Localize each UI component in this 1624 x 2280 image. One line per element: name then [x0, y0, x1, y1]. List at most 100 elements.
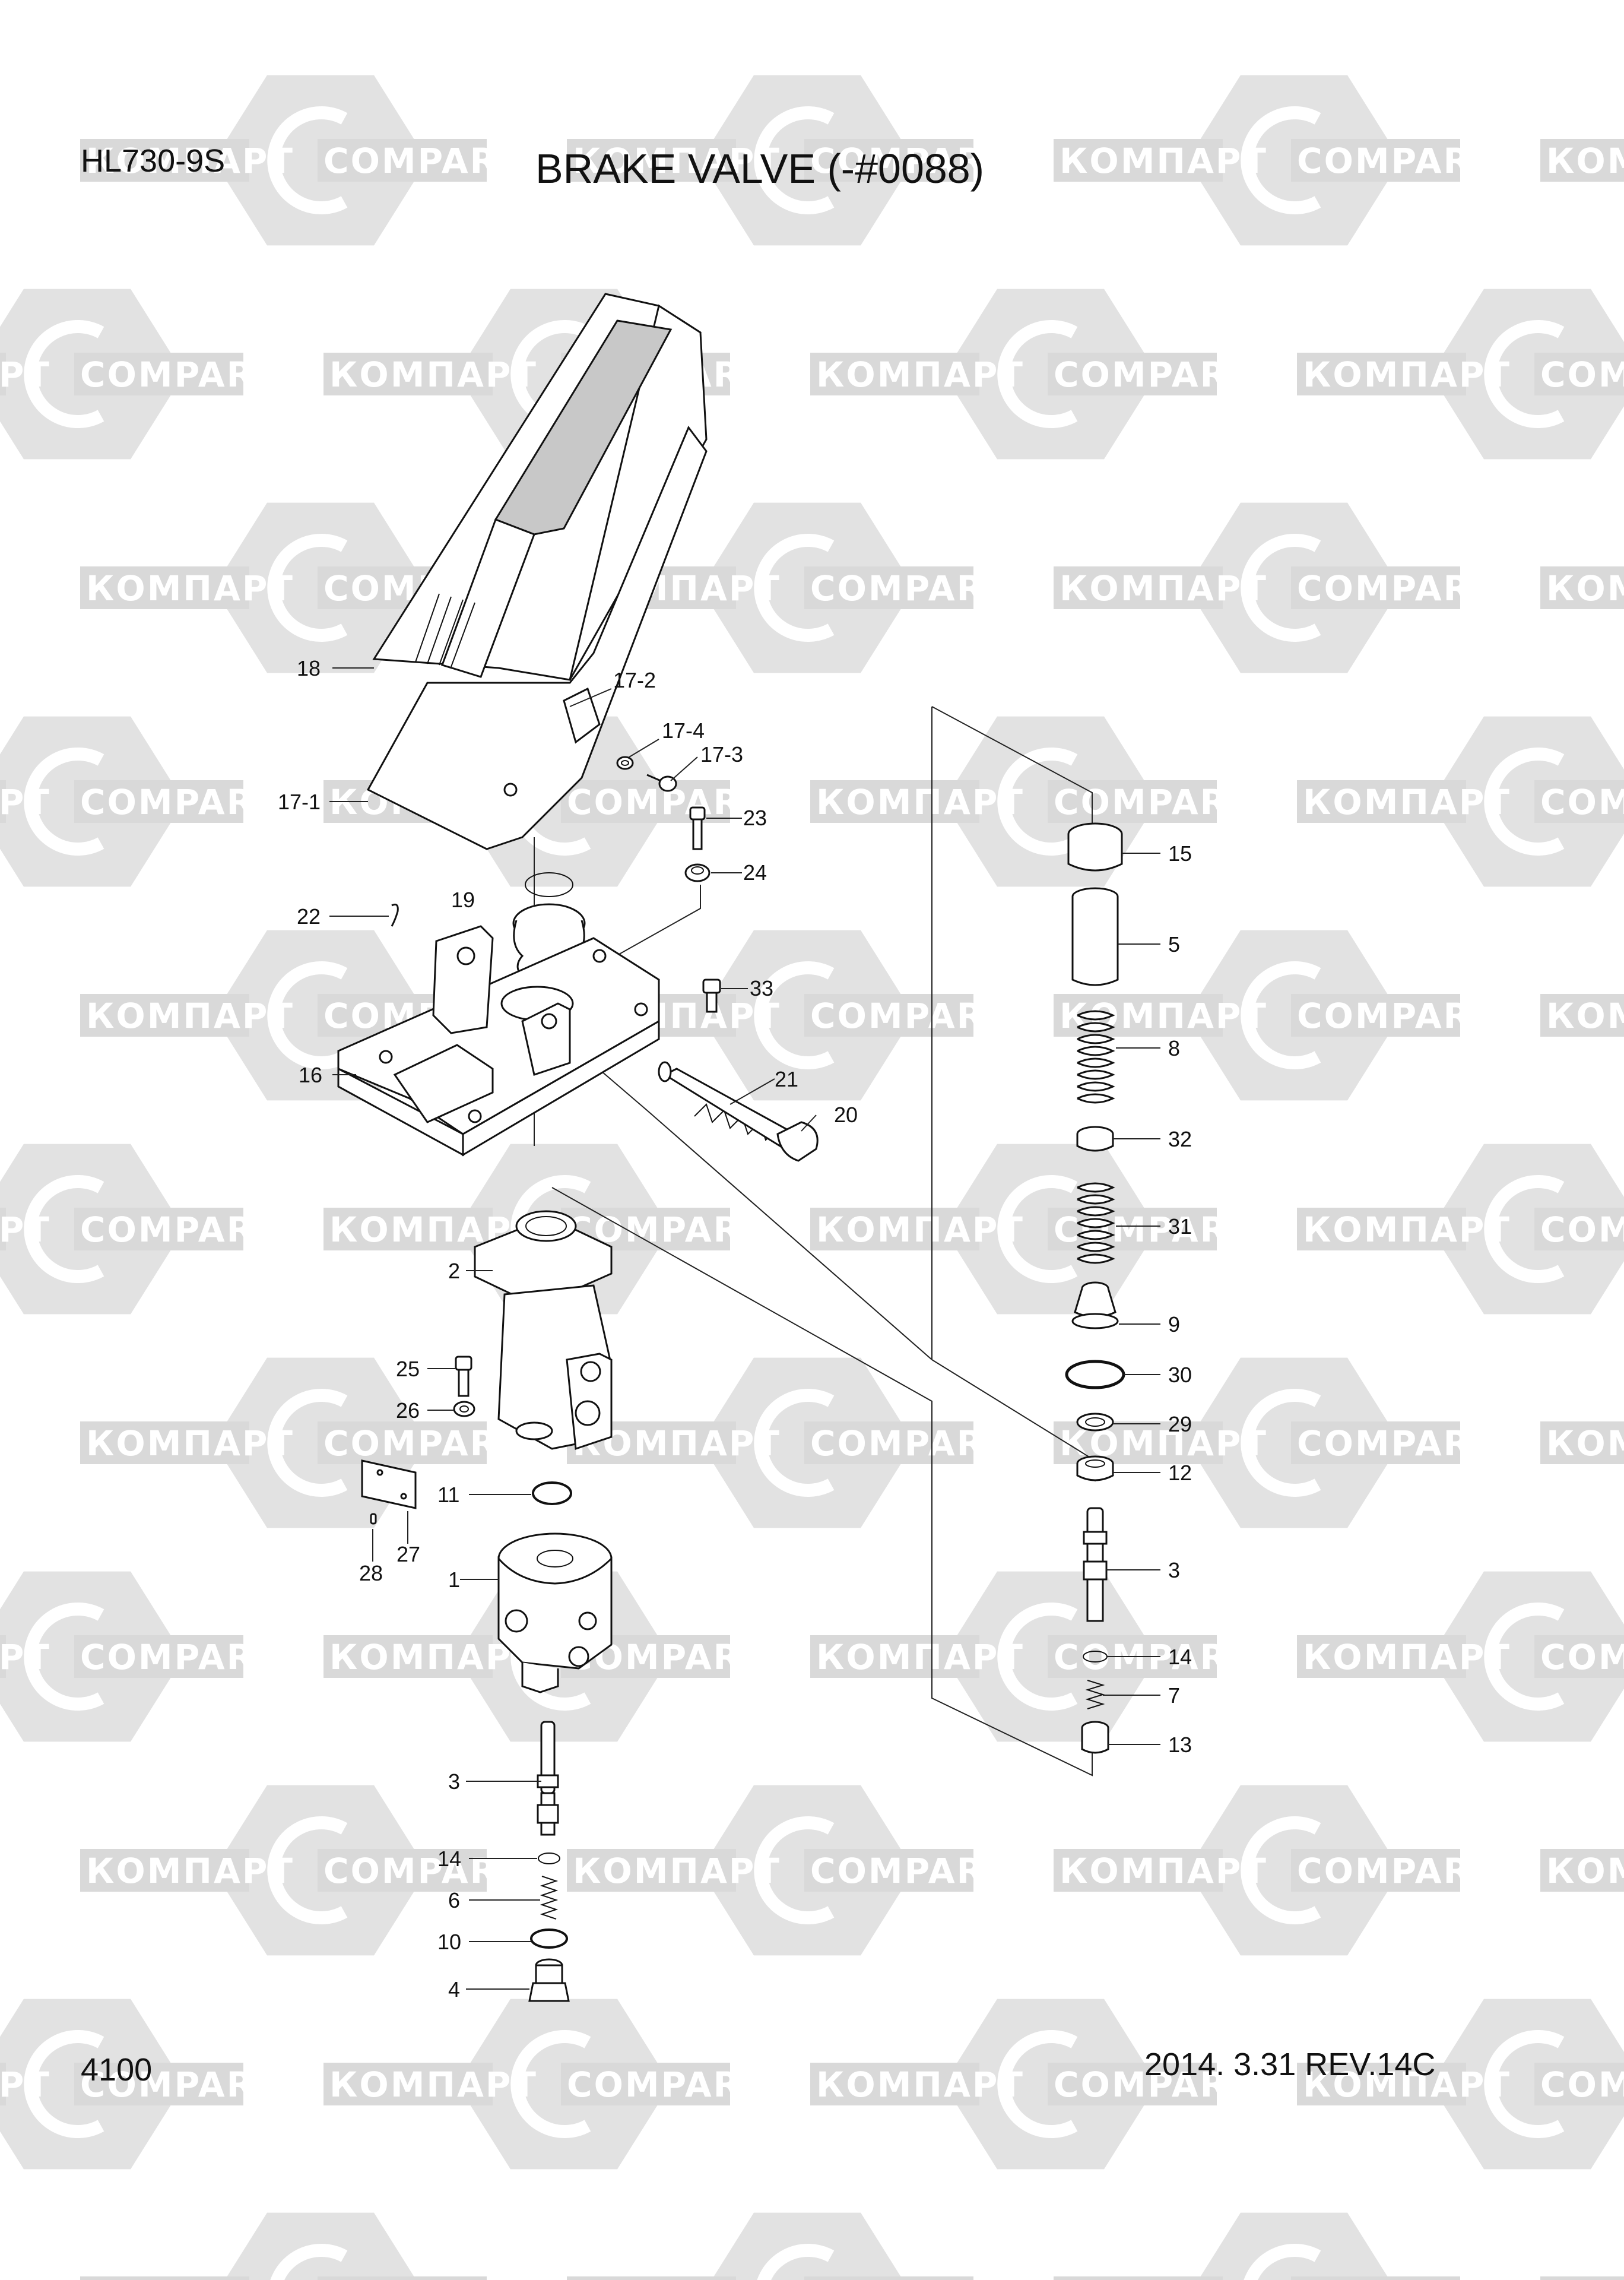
- callout-22: 22: [297, 904, 321, 929]
- callout-28: 28: [359, 1561, 383, 1585]
- callout-23: 23: [743, 806, 767, 830]
- base-plate-part-16: [337, 925, 660, 1157]
- callout-19: 19: [451, 888, 475, 912]
- watermark-band: [1048, 780, 1217, 823]
- washer-part-26: [453, 1401, 475, 1417]
- watermark-band: [1054, 1421, 1223, 1464]
- watermark-band: [74, 1208, 243, 1250]
- callout-6: 6: [448, 1888, 460, 1912]
- watermark-text-latin: COMPART: [1054, 354, 1252, 395]
- callout-15: 15: [1168, 841, 1192, 866]
- watermark-c-mark: [1484, 1175, 1565, 1283]
- watermark-hexagon: [1430, 716, 1624, 887]
- watermark-band: [0, 1208, 6, 1250]
- callout-29: 29: [1168, 1412, 1192, 1436]
- watermark-text-latin: COMPART: [1297, 996, 1495, 1036]
- watermark-text-cyrillic: КОМПАРТ: [816, 2064, 1024, 2105]
- watermark-c-mark: [1484, 320, 1565, 428]
- callout-1: 1: [448, 1568, 460, 1592]
- callout-17-1: 17-1: [278, 790, 321, 814]
- watermark-text-cyrillic: КОМПАРТ: [816, 354, 1024, 395]
- watermark-band: [1291, 566, 1460, 609]
- watermark-c-mark: [1484, 748, 1565, 856]
- callout-4: 4: [448, 1977, 460, 2002]
- watermark-c-mark: [510, 2030, 591, 2138]
- callout-11: 11: [437, 1483, 459, 1507]
- retainer-part-9: [1071, 1281, 1119, 1329]
- spring-part-8: [1077, 1010, 1115, 1104]
- watermark-band: [318, 2276, 487, 2280]
- ring-part-14-upper: [1083, 1651, 1108, 1662]
- screw-part-33: [702, 978, 721, 1013]
- washer-part-17-4: [616, 756, 634, 770]
- watermark-hexagon: [1430, 289, 1624, 460]
- watermark-c-mark: [267, 1389, 348, 1497]
- watermark-text-latin: COMPART: [1297, 2278, 1495, 2280]
- watermark-band: [1540, 1421, 1624, 1464]
- watermark-c-mark: [1244, 2244, 1321, 2280]
- watermark-band: [0, 780, 6, 823]
- watermark-text-cyrillic: КОМПАРТ: [573, 1851, 781, 1891]
- watermark-band: [0, 1635, 6, 1678]
- watermark-band: [323, 1208, 493, 1250]
- callout-5: 5: [1168, 932, 1180, 957]
- watermark-text-cyrillic: КОМПАРТ: [1546, 1851, 1624, 1891]
- watermark-band: [810, 353, 979, 395]
- snapring-part-30: [1065, 1360, 1125, 1389]
- watermark-text-latin: COMPART: [80, 1637, 278, 1677]
- watermark-band: [74, 2063, 243, 2105]
- watermark-c-mark: [1484, 2030, 1565, 2138]
- watermark-band: [1291, 1421, 1460, 1464]
- watermark-c-mark: [24, 1603, 104, 1711]
- callout-12: 12: [1168, 1461, 1192, 1485]
- watermark-text-latin: COMPART: [323, 2278, 522, 2280]
- watermark-text-cyrillic: КОМПАРТ: [1303, 354, 1511, 395]
- watermark-text-latin: COMPART: [1297, 1851, 1495, 1891]
- leader-lines: [329, 667, 1160, 1990]
- watermark-band: [80, 2276, 249, 2280]
- watermark-text-latin: COMPART: [1540, 2064, 1624, 2105]
- watermark-text-latin: COMPART: [1297, 568, 1495, 609]
- nut-part-24: [684, 863, 710, 882]
- watermark-band: [1054, 566, 1223, 609]
- watermark-c-mark: [997, 748, 1078, 856]
- watermark-text-latin: COMPART: [567, 2064, 765, 2105]
- watermark-band: [804, 1849, 973, 1892]
- watermark-band: [323, 2063, 493, 2105]
- bolt-part-17-3: [646, 774, 677, 792]
- watermark-text-cyrillic: КОМПАРТ: [0, 2064, 51, 2105]
- watermark-band: [80, 1421, 249, 1464]
- watermark-text-cyrillic: КОМПАРТ: [0, 354, 51, 395]
- watermark-text-cyrillic: КОМПАРТ: [86, 996, 294, 1036]
- watermark-text-cyrillic: КОМПАРТ: [329, 2064, 538, 2105]
- watermark-band: [804, 1421, 973, 1464]
- spring-part-31: [1077, 1182, 1115, 1264]
- watermark-band: [1048, 2063, 1217, 2105]
- watermark-c-mark: [267, 961, 348, 1069]
- callout-21: 21: [775, 1067, 798, 1091]
- watermark-band: [810, 2063, 979, 2105]
- watermark-text-latin: COMPART: [1054, 782, 1252, 822]
- page-number: 4100: [81, 2052, 153, 2088]
- watermark-text-cyrillic: КОМПАРТ: [816, 782, 1024, 822]
- watermark-text-cyrillic: КОМПАРТ: [1060, 568, 1268, 609]
- ring-part-14-lower: [538, 1852, 560, 1864]
- watermark-text-latin: COMPART: [810, 1423, 1008, 1464]
- watermark-text-cyrillic: КОМПАРТ: [1546, 996, 1624, 1036]
- watermark-band: [810, 1208, 979, 1250]
- watermark-c-mark: [1484, 1603, 1565, 1711]
- watermark-text-cyrillic: КОМПАРТ: [1303, 1637, 1511, 1677]
- watermark-band: [1540, 139, 1624, 182]
- watermark-band: [0, 353, 6, 395]
- watermark-band: [318, 139, 487, 182]
- watermark-text-cyrillic: КОМПАРТ: [86, 2278, 294, 2280]
- watermark-c-mark: [997, 2030, 1078, 2138]
- pin-part-22: [391, 903, 399, 927]
- watermark-band: [80, 566, 249, 609]
- watermark-text-cyrillic: КОМПАРТ: [816, 1637, 1024, 1677]
- watermark-text-latin: COMPART: [1054, 2064, 1252, 2105]
- watermark-c-mark: [24, 2030, 104, 2138]
- watermark-c-mark: [754, 1389, 835, 1497]
- watermark-band: [1297, 780, 1466, 823]
- watermark-c-mark: [754, 534, 835, 642]
